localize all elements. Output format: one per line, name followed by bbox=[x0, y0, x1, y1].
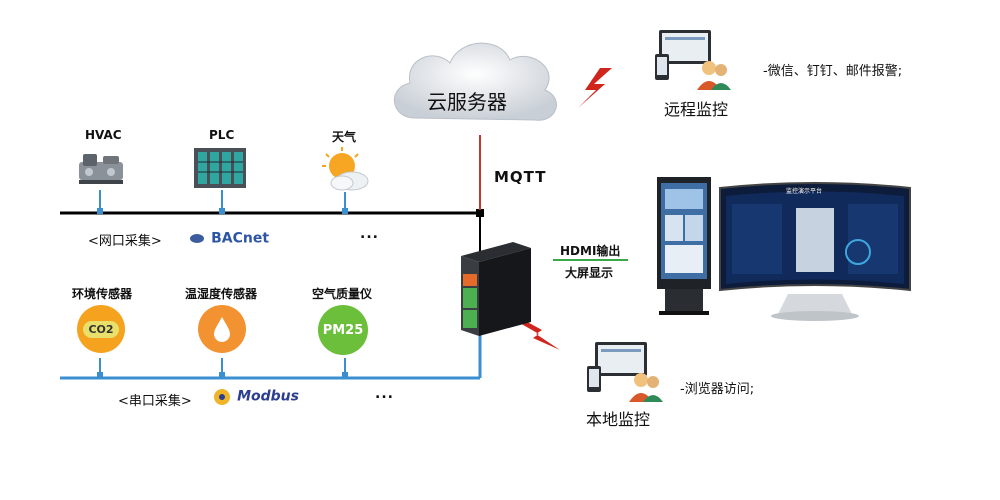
hdmi-output-label: HDMI输出 bbox=[560, 244, 621, 258]
screen-title: 监控演示平台 bbox=[786, 188, 823, 195]
lightning-local-icon bbox=[518, 318, 560, 350]
remote-monitor-note: -微信、钉钉、邮件报警; bbox=[763, 64, 903, 79]
weather-label: 天气 bbox=[332, 130, 357, 144]
plc-label: PLC bbox=[209, 128, 235, 142]
hvac-label: HVAC bbox=[85, 128, 122, 142]
mqtt-label: MQTT bbox=[494, 168, 547, 186]
remote-monitor-label: 远程监控 bbox=[664, 100, 729, 119]
co2-badge: CO2 bbox=[83, 320, 119, 338]
co2-sensor-icon: CO2 bbox=[77, 305, 125, 353]
local-monitor-label: 本地监控 bbox=[586, 410, 651, 429]
modbus-logo-text: Modbus bbox=[237, 388, 299, 405]
pm25-sensor-icon: PM25 bbox=[318, 305, 368, 355]
local-monitor-icon bbox=[585, 340, 665, 402]
cloud-label: 云服务器 bbox=[427, 90, 507, 114]
temp-humidity-label: 温湿度传感器 bbox=[185, 287, 258, 301]
cloud-icon bbox=[393, 42, 557, 121]
ethernet-caption: <网口采集> bbox=[88, 234, 162, 249]
plc-cabinet-icon bbox=[192, 146, 248, 190]
bacnet-logo-text: BACnet bbox=[211, 230, 270, 247]
curved-monitor: 监控演示平台 bbox=[716, 182, 914, 322]
modbus-logo-icon bbox=[214, 388, 230, 405]
env-sensor-label: 环境传感器 bbox=[72, 287, 133, 301]
bacnet-logo: BACnet bbox=[190, 228, 270, 248]
local-monitor-note: -浏览器访问; bbox=[680, 382, 755, 397]
humidity-sensor-icon bbox=[198, 305, 246, 353]
serial-more: ... bbox=[375, 386, 394, 402]
modbus-logo: Modbus bbox=[212, 386, 302, 408]
lightning-remote-icon bbox=[578, 68, 612, 108]
air-quality-label: 空气质量仪 bbox=[312, 287, 373, 301]
kiosk-display bbox=[655, 175, 713, 317]
pm25-badge: PM25 bbox=[322, 322, 364, 338]
bacnet-logo-icon bbox=[190, 234, 204, 243]
serial-caption: <串口采集> bbox=[118, 394, 192, 409]
gateway-device bbox=[455, 238, 535, 338]
big-screen-label: 大屏显示 bbox=[565, 266, 614, 280]
cloud-server: 云服务器 bbox=[385, 28, 565, 138]
remote-monitor-icon bbox=[653, 28, 733, 90]
weather-sun-cloud-icon bbox=[320, 146, 370, 192]
ethernet-more: ... bbox=[360, 226, 379, 242]
hvac-chiller-icon bbox=[75, 148, 127, 188]
